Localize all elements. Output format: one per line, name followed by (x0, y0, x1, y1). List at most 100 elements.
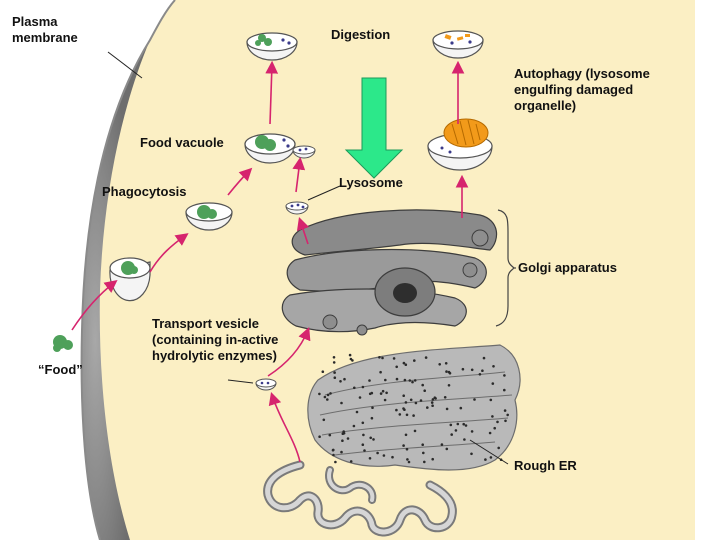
ribosome-dot (321, 370, 325, 374)
ribosome-dot (506, 413, 510, 417)
plasma-membrane-leader (107, 51, 143, 79)
lysosome-vesicle (285, 201, 309, 215)
ribosome-dot (352, 424, 356, 428)
ribosome-dot (484, 458, 487, 461)
ribosome-dot (339, 380, 342, 383)
rough-er (263, 344, 521, 537)
ribosome-dot (395, 408, 398, 412)
ribosome-dot (371, 406, 374, 410)
ribosome-dot (504, 419, 507, 423)
ribosome-dot (333, 376, 337, 380)
ribosome-dot (419, 399, 423, 402)
label-rough-er: Rough ER (514, 458, 577, 473)
ribosome-dot (369, 436, 373, 440)
ribosome-dot (463, 438, 466, 441)
ribosome-dot (443, 396, 447, 399)
ribosome-dot (370, 416, 374, 420)
ribosome-dot (423, 389, 427, 393)
ribosome-dot (329, 392, 332, 395)
ribosome-dot (378, 356, 381, 359)
ribosome-dot (496, 420, 499, 424)
rough-er-leader (469, 439, 509, 465)
ribosome-dot (422, 451, 425, 455)
ribosome-dot (395, 377, 399, 381)
ribosome-dot (368, 457, 372, 460)
ribosome-dot (392, 357, 396, 360)
label-digestion: Digestion (331, 27, 391, 42)
food-vacuole (244, 133, 296, 164)
ribosome-dot (340, 450, 343, 454)
ribosome-dot (379, 370, 382, 374)
ribosome-dot (481, 369, 484, 373)
ribosome-dot (413, 379, 417, 382)
ribosome-dot (503, 409, 507, 412)
ribosome-dot (402, 361, 406, 365)
ribosome-dot (331, 448, 335, 452)
label-lysosome: Lysosome (339, 175, 403, 190)
ribosome-dot (413, 359, 416, 362)
ribosome-dot (322, 418, 326, 422)
ribosome-dot (414, 401, 418, 405)
ribosome-dot (383, 398, 387, 402)
ribosome-dot (384, 378, 387, 382)
ribosome-dot (334, 460, 337, 464)
ribosome-dot (361, 385, 365, 389)
vesicle-digestion-left (246, 32, 298, 61)
ribosome-dot (318, 435, 321, 439)
phagocytosis-vacuole (185, 202, 233, 231)
ribosome-dot (491, 382, 495, 385)
ribosome-dot (332, 356, 336, 359)
ribosome-dot (482, 356, 486, 360)
ribosome-dot (493, 426, 497, 430)
ribosome-dot (355, 410, 359, 414)
ribosome-dot (381, 389, 385, 393)
ribosome-dot (470, 430, 474, 433)
lysosome-leader (307, 185, 341, 201)
ribosome-dot (412, 414, 415, 417)
ribosome-dot (470, 368, 474, 372)
big-green-arrow (344, 77, 404, 179)
ribosome-dot (444, 362, 448, 365)
ribosome-dot (489, 456, 493, 459)
ribosome-dot (326, 393, 330, 397)
ribosome-dot (404, 363, 408, 367)
ribosome-dot (433, 396, 437, 400)
ribosome-dot (430, 401, 434, 404)
ribosome-dot (323, 395, 327, 399)
ribosome-dot (497, 446, 501, 450)
food-particle (53, 335, 73, 352)
ribosome-dot (445, 447, 449, 451)
transport-vesicle-leader (227, 379, 254, 384)
golgi-apparatus (281, 209, 498, 336)
label-golgi-apparatus: Golgi apparatus (518, 260, 617, 275)
ribosome-dot (464, 424, 468, 427)
autophagy-vesicle (427, 118, 493, 171)
ribosome-dot (332, 361, 336, 364)
ribosome-dot (431, 457, 435, 461)
ribosome-dot (445, 407, 449, 411)
plasma-membrane-edge (80, 0, 176, 540)
ribosome-dot (348, 353, 352, 357)
ribosome-dot (328, 433, 332, 437)
ribosome-dot (421, 383, 425, 387)
ribosome-dot (343, 377, 346, 381)
ribosome-dot (381, 356, 384, 360)
label-autophagy: Autophagy (lysosome engulfing damaged or… (514, 66, 650, 113)
ribosome-dot (413, 429, 417, 433)
ribosome-dot (368, 379, 371, 382)
ribosome-dot (333, 371, 336, 374)
ribosome-dot (426, 406, 429, 409)
label-food-vacuole: Food vacuole (140, 135, 224, 150)
ribosome-dot (423, 460, 426, 464)
ribosome-dot (398, 413, 402, 416)
ribosome-dot (395, 365, 399, 369)
ribosome-dot (402, 444, 405, 447)
ribosome-dot (503, 374, 506, 377)
ribosome-dot (340, 401, 343, 405)
label-transport-vesicle: Transport vesicle (containing in-active … (152, 316, 279, 363)
ribosome-dot (372, 438, 375, 441)
ribosome-dot (409, 398, 413, 402)
ribosome-dot (407, 460, 411, 464)
